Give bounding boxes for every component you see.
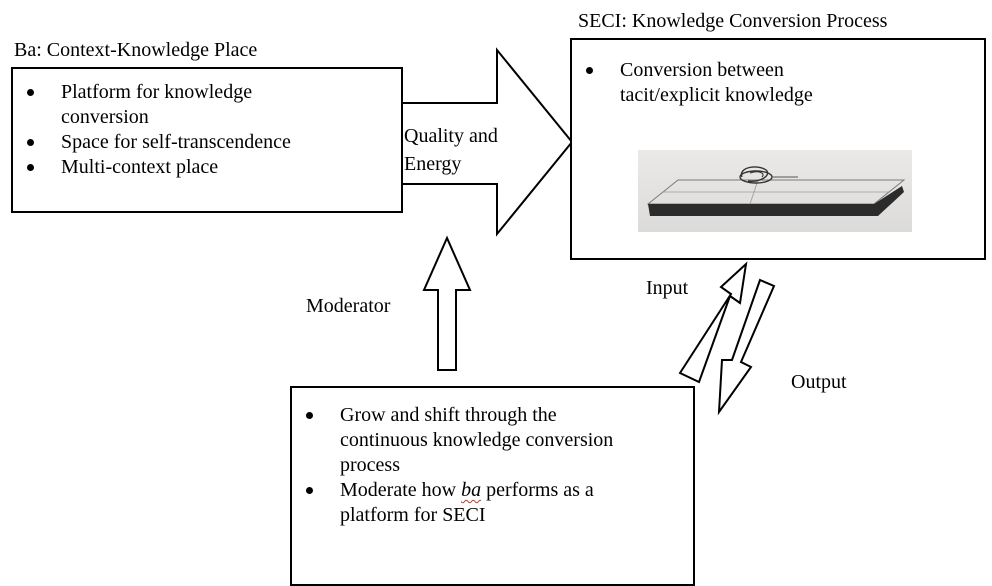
- sketch-drawing: [646, 166, 906, 216]
- ba-item: Space for self-transcendence: [13, 130, 401, 155]
- ba-item: Multi-context place: [13, 155, 401, 180]
- ba-box: Platform for knowledge conversion Space …: [11, 67, 403, 213]
- quality-energy-arrow: [401, 47, 574, 237]
- moderator-arrow: [422, 235, 472, 371]
- output-label: Output: [791, 371, 847, 393]
- ba-italic: ba: [461, 479, 482, 501]
- bottom-item: Grow and shift through the continuous kn…: [292, 403, 640, 478]
- ba-item: Platform for knowledge conversion: [13, 80, 331, 130]
- sketch-image: [638, 150, 912, 232]
- seci-item: Conversion between tacit/explicit knowle…: [572, 58, 860, 108]
- quality-energy-label: Quality and Energy: [404, 125, 498, 175]
- bottom-list: Grow and shift through the continuous kn…: [292, 403, 693, 528]
- input-arrow: [678, 261, 748, 384]
- seci-list: Conversion between tacit/explicit knowle…: [572, 58, 984, 108]
- bottom-box: Grow and shift through the continuous kn…: [290, 386, 695, 586]
- seci-title: SECI: Knowledge Conversion Process: [578, 10, 888, 32]
- moderator-label: Moderator: [306, 295, 391, 317]
- ba-list: Platform for knowledge conversion Space …: [13, 80, 401, 180]
- bottom-item: Moderate how ba performs as a platform f…: [292, 478, 660, 528]
- ba-title: Ba: Context-Knowledge Place: [14, 39, 258, 61]
- input-label: Input: [646, 277, 689, 299]
- output-arrow: [717, 278, 776, 416]
